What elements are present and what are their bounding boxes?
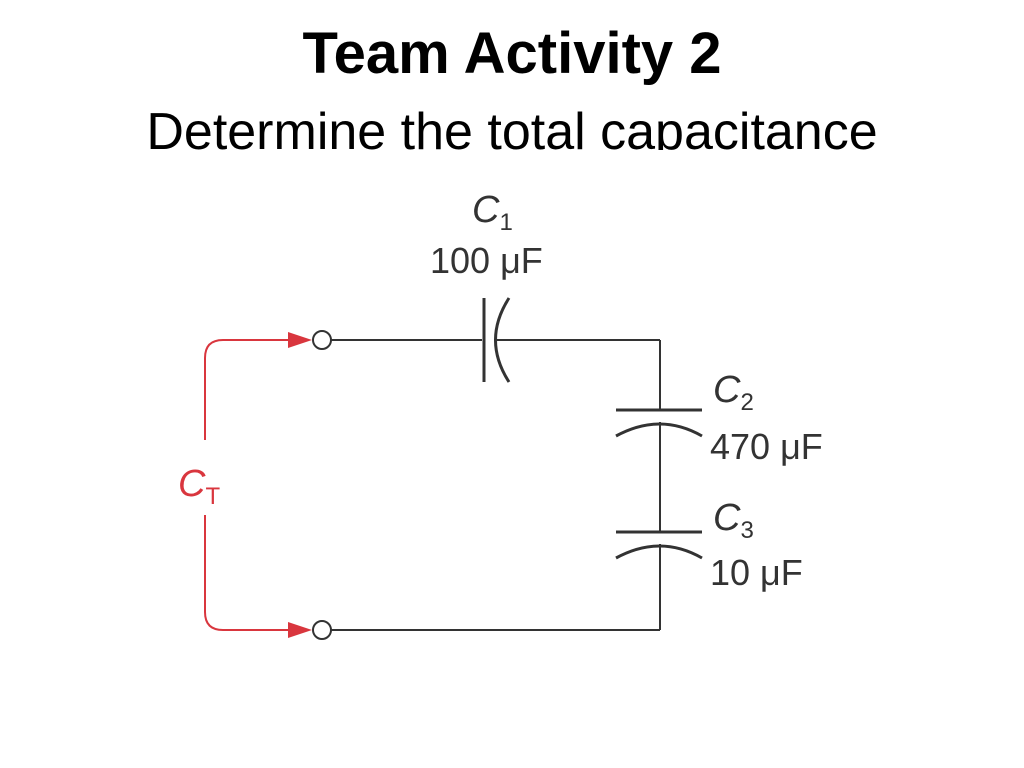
c3-capacitor-symbol xyxy=(615,530,703,560)
bottom-terminal xyxy=(312,620,332,640)
c2-value: 470 μF xyxy=(710,426,823,467)
top-terminal xyxy=(312,330,332,350)
slide-title: Team Activity 2 xyxy=(302,21,722,86)
c2-symbol: C xyxy=(713,369,741,411)
c3-subscript: 3 xyxy=(740,517,753,544)
ct-lower-arrowhead xyxy=(288,622,312,638)
ct-upper-arrow-line xyxy=(204,339,292,440)
c1-subscript: 1 xyxy=(499,209,512,236)
c3-symbol: C xyxy=(713,497,741,539)
c1-symbol: C xyxy=(472,189,500,231)
ct-symbol: C xyxy=(178,463,206,505)
c1-label: C1 xyxy=(472,189,513,236)
ct-lower-arrow-line xyxy=(204,515,292,631)
c2-capacitor-symbol xyxy=(615,408,703,438)
c3-value: 10 μF xyxy=(710,552,803,593)
ct-subscript: T xyxy=(205,483,220,510)
c3-label: C3 xyxy=(713,497,754,544)
ct-upper-arrowhead xyxy=(288,332,312,348)
c1-capacitor-symbol xyxy=(482,297,511,383)
c2-subscript: 2 xyxy=(740,389,753,416)
c2-label: C2 xyxy=(713,369,754,416)
circuit-wires xyxy=(331,339,661,631)
slide-subtitle: Determine the total capacitance xyxy=(146,103,878,150)
ct-label: CT xyxy=(178,463,220,510)
ct-arrow-bracket xyxy=(204,339,292,631)
c1-value: 100 μF xyxy=(430,240,543,281)
